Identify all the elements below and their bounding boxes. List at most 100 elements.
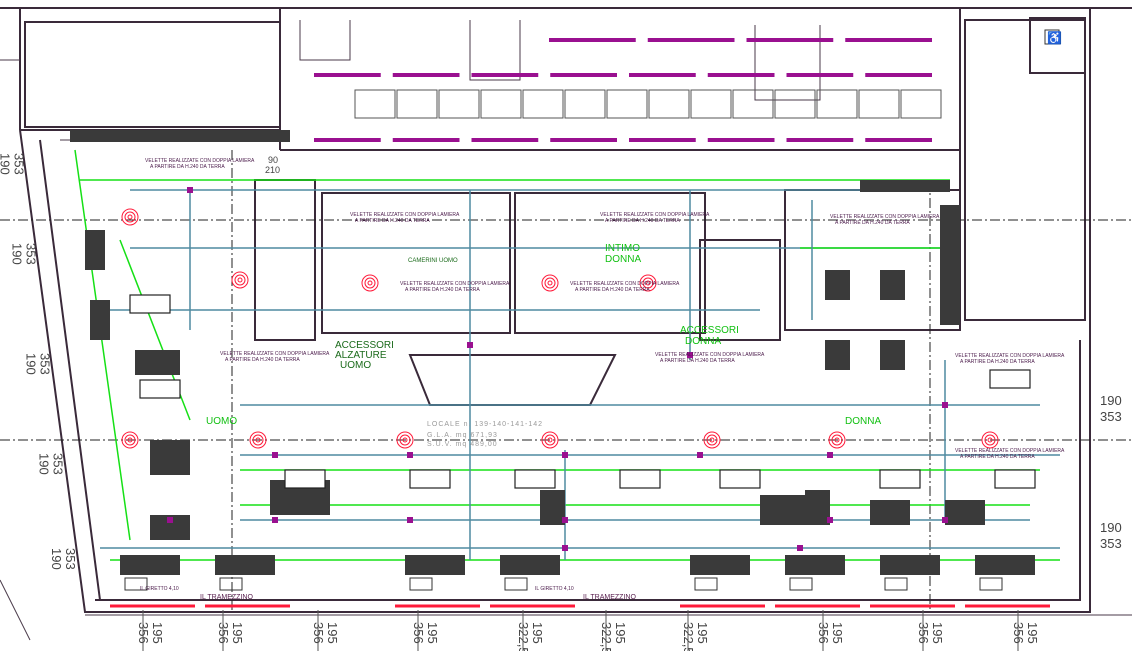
sprinkler-ring: [547, 280, 553, 286]
junction-point: [697, 452, 703, 458]
sprinkler-ring: [237, 277, 243, 283]
sprinkler-icon: [121, 208, 139, 226]
dimension-bottom: 195: [325, 622, 340, 644]
dimension-left: 190: [37, 453, 52, 475]
gla-text: G.L.A. mq 671,93: [427, 432, 498, 439]
walls: [0, 7, 1132, 641]
junction-point: [797, 545, 803, 551]
sprinkler-ring: [645, 280, 651, 286]
sprinkler-icon: [703, 431, 721, 449]
sprinkler-ring: [828, 431, 846, 449]
window-display: [120, 555, 180, 575]
junction-point: [942, 517, 948, 523]
dimension-bottom: 195: [150, 622, 165, 644]
parking-bay: [774, 89, 816, 119]
sprinkler-ring: [541, 431, 559, 449]
fixtures: [70, 38, 1060, 608]
shelving-unit: [825, 340, 850, 370]
junction-point: [827, 517, 833, 523]
sprinkler-icon: [396, 431, 414, 449]
shelving-unit: [880, 340, 905, 370]
parking-bay: [858, 89, 900, 119]
stair-right: [964, 19, 1086, 321]
parking-bay: [564, 89, 606, 119]
sprinkler-ring: [399, 434, 411, 446]
sprinkler-ring: [234, 274, 246, 286]
camerini-uomo-block: [321, 192, 511, 334]
dimension-right: 353: [1100, 409, 1122, 424]
sprinkler-icon: [828, 431, 846, 449]
junction-point: [687, 352, 693, 358]
velette-note-2: A PARTIRE DA H.240 DA TERRA: [225, 357, 300, 363]
suv-text: S.U.V. mq 489,00: [427, 441, 498, 448]
dimension-right: 190: [1100, 393, 1122, 408]
sprinkler-icon: [121, 431, 139, 449]
label-donna: DONNA: [845, 416, 881, 427]
dimension-right: 190: [1100, 520, 1122, 535]
velette-note: VELETTE REALIZZATE CON DOPPIA LAMIERA: [600, 212, 710, 218]
sprinkler-ring: [367, 280, 373, 286]
dimension-bottom: 195: [1025, 622, 1040, 644]
mannequin-icon: [409, 577, 433, 591]
dimension-bottom: 195: [830, 622, 845, 644]
sprinkler-ring: [987, 437, 993, 443]
junction-point: [407, 517, 413, 523]
shelving-unit: [150, 440, 190, 475]
junction-point: [827, 452, 833, 458]
velette-note-2: A PARTIRE DA H.240 DA TERRA: [575, 287, 650, 293]
labels: UOMO DONNA INTIMO DONNA ACCESSORI ALZATU…: [140, 29, 1065, 601]
junction-point: [187, 187, 193, 193]
velette-notes: VELETTE REALIZZATE CON DOPPIA LAMIERA A …: [145, 158, 1065, 460]
camerini-donna-block: [514, 192, 706, 334]
mannequin-icon: [694, 577, 718, 591]
dimension-bottom: 195: [230, 622, 245, 644]
shelving-unit: [70, 130, 290, 142]
window-display: [880, 555, 940, 575]
green-line: [74, 149, 191, 541]
display-table-icon: [129, 294, 171, 314]
sprinkler-ring: [544, 434, 556, 446]
storage-block: [254, 179, 316, 341]
parking-bay: [480, 89, 522, 119]
label-uomo-accessori: UOMO: [340, 360, 371, 371]
dimension-right: 353: [1100, 536, 1122, 551]
shelving-unit: [880, 270, 905, 300]
sprinkler-ring: [703, 431, 721, 449]
velette-note-2: A PARTIRE DA H.240 DA TERRA: [960, 454, 1035, 460]
dimension-bottom: 195: [425, 622, 440, 644]
dimension-left: 353: [51, 453, 66, 475]
shelving-unit: [870, 500, 910, 525]
stair-left: [24, 21, 281, 128]
sprinkler-ring: [127, 214, 133, 220]
shelving-unit: [805, 490, 830, 525]
sprinkler-ring: [984, 434, 996, 446]
velette-note: VELETTE REALIZZATE CON DOPPIA LAMIERA: [145, 158, 255, 164]
wheelchair-icon: ♿: [1044, 29, 1062, 45]
parking-bay: [438, 89, 480, 119]
dimension-left: 190: [24, 353, 39, 375]
display-table-icon: [139, 379, 181, 399]
label-donna-accessori: DONNA: [685, 336, 721, 347]
window-display: [975, 555, 1035, 575]
display-table-icon: [409, 469, 451, 489]
dimension-left: 190: [49, 548, 64, 570]
giretto-label-2: IL GIRETTO 4,10: [140, 586, 179, 592]
junction-point: [562, 517, 568, 523]
sprinkler-icon: [249, 431, 267, 449]
sprinkler-ring: [252, 434, 264, 446]
velette-note: VELETTE REALIZZATE CON DOPPIA LAMIERA: [655, 352, 765, 358]
dimension-left: 353: [12, 153, 27, 175]
label-accessori-donna: ACCESSORI: [680, 325, 739, 336]
shelving-unit: [540, 490, 565, 525]
velette-note: VELETTE REALIZZATE CON DOPPIA LAMIERA: [955, 448, 1065, 454]
velette-note-2: A PARTIRE DA H.240 DA TERRA: [605, 218, 680, 224]
tramezzino-label-1: IL TRAMEZZINO: [200, 594, 253, 601]
label-intimo-donna: DONNA: [605, 254, 641, 265]
mannequin-icon: [979, 577, 1003, 591]
cash-desk: [408, 354, 617, 406]
parking-bay: [396, 89, 438, 119]
sprinkler-ring: [547, 437, 553, 443]
sprinkler-ring: [121, 431, 139, 449]
window-display: [215, 555, 275, 575]
